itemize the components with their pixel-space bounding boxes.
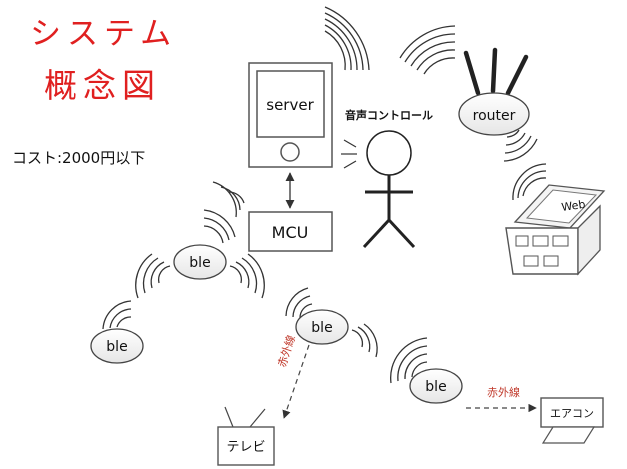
ble-3-wave-right-icon [351,323,378,358]
router-antenna-icon [463,47,529,96]
ble-node-4 [409,368,463,404]
web-label: Web [561,198,587,214]
voice-control-label: 音声コントロール [345,108,433,122]
router-wave-down-icon [503,129,538,162]
ble-2-wave-icon [102,300,132,330]
ble-1-wave-left-icon [135,253,171,299]
tv-label: テレビ [226,440,265,455]
ble-4-wave-icon [390,337,428,384]
ble-label-1: ble [189,255,210,271]
infrared-tv-label: 赤外線 [275,333,299,369]
ble-node-2 [90,328,144,364]
router-node [458,92,530,136]
ble-label-3: ble [311,320,332,336]
router-wave-icon [399,25,456,75]
web-wave-icon [512,163,547,201]
title-line1: システム [30,16,177,52]
title-line2: 概念図 [44,66,161,105]
aircon-vent-icon [541,426,596,444]
mcu-box [248,211,333,252]
ble-node-3 [295,309,349,345]
tv-antenna-icon [224,406,266,428]
tv-box [217,426,275,466]
person-icon [362,130,416,249]
speech-lines-icon [341,139,357,169]
mcu-wave-icon [212,181,245,218]
cost-note: コスト:2000円以下 [12,149,145,167]
router-label: router [473,108,516,124]
server-label: server [266,96,314,114]
mcu-label: MCU [272,223,309,242]
aircon-label: エアコン [550,407,594,420]
ble-node-1 [173,244,227,280]
ble-3-wave-icon [285,287,313,319]
infrared-aircon-label: 赤外線 [487,385,520,399]
web-device [505,184,606,276]
ble-top-wave-up-icon [203,209,236,244]
ble-label-4: ble [425,379,446,395]
server-device [248,62,333,168]
infrared-tv-link [282,344,310,419]
server-wave-icon [324,6,370,71]
ble-label-2: ble [106,339,127,355]
ble-1-wave-right-icon [229,253,265,299]
